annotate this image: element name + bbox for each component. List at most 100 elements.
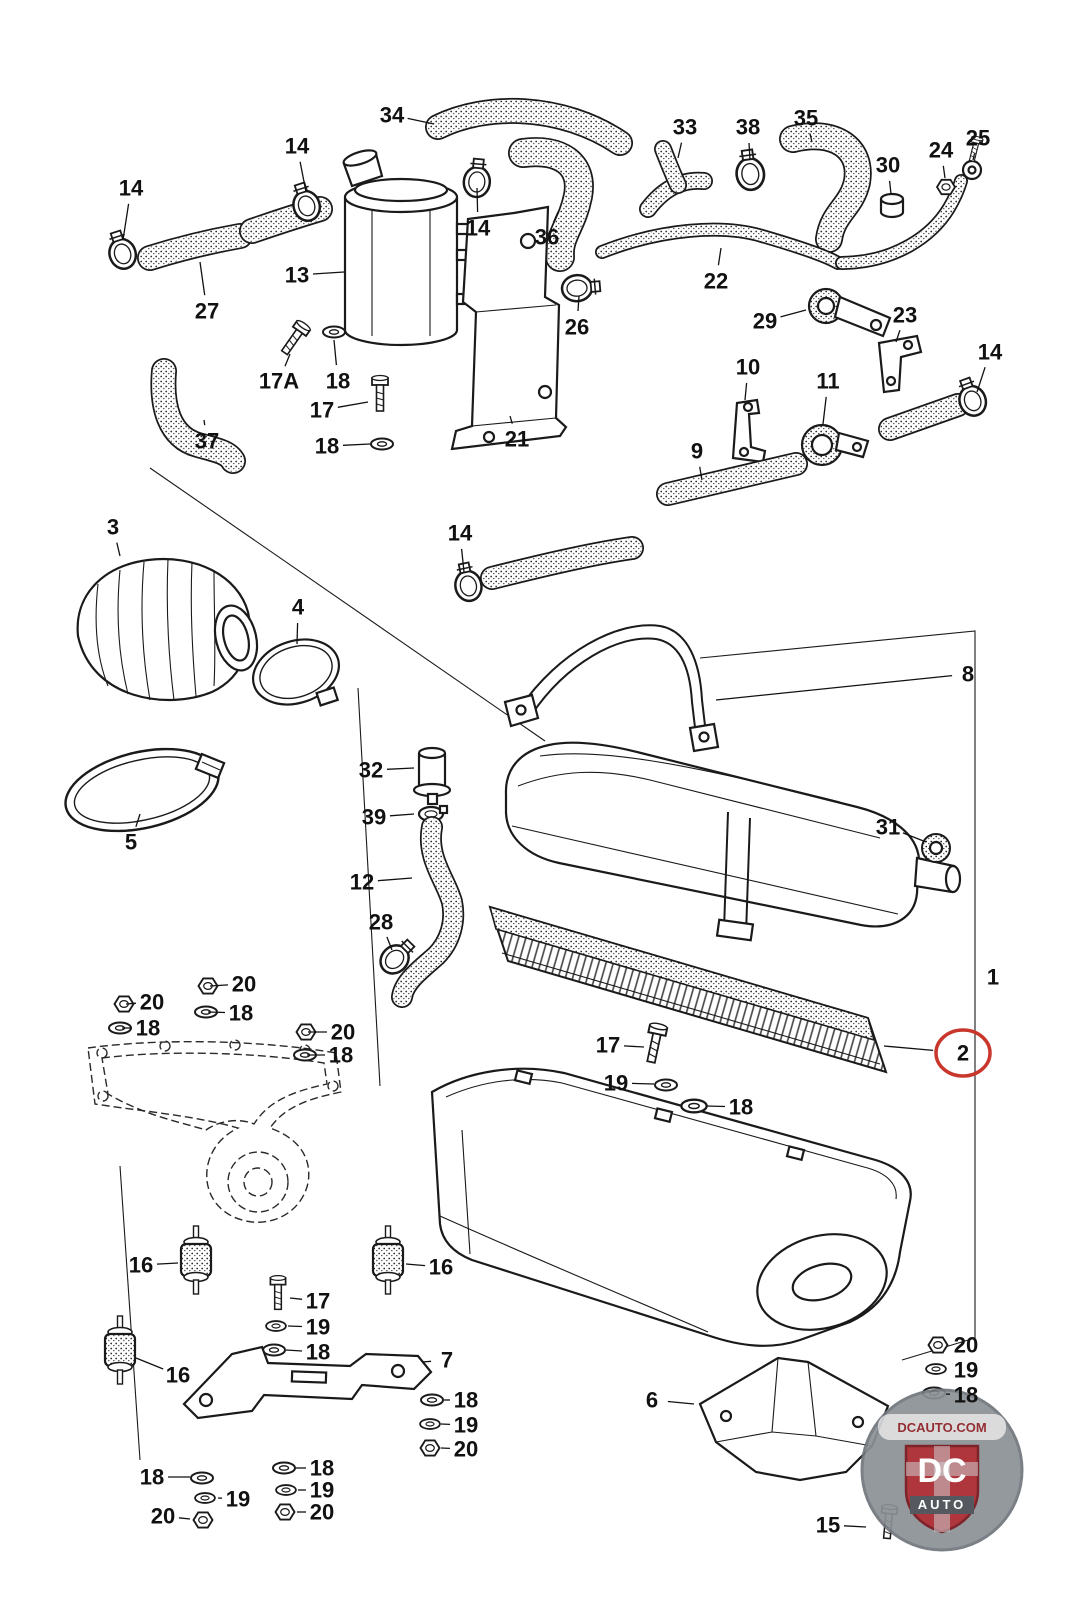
nut-20 xyxy=(192,1511,214,1529)
part-callout-18: 18 xyxy=(329,1043,353,1068)
leader-lines xyxy=(116,117,986,1528)
leader-line-33 xyxy=(677,142,683,159)
leader-line-4 xyxy=(296,622,299,645)
part-callout-12: 12 xyxy=(350,870,374,895)
hose-clamp-26 xyxy=(559,271,603,304)
part-callout-3: 3 xyxy=(107,515,119,540)
part-callout-14: 14 xyxy=(978,340,1003,365)
leader-line-14 xyxy=(299,161,307,193)
part-callout-14: 14 xyxy=(448,521,473,546)
part-callout-11: 11 xyxy=(816,369,839,394)
hose-36 xyxy=(508,137,603,304)
part-callout-15: 15 xyxy=(816,1513,840,1538)
air-cleaner-cover xyxy=(504,741,962,942)
watermark-logo: DCAUTO.COM DC AUTO xyxy=(860,1388,1024,1552)
hose-12 xyxy=(373,816,465,1008)
bracket-10 xyxy=(731,398,767,464)
washer-19 xyxy=(654,1078,678,1092)
leader-line-35 xyxy=(809,133,813,143)
rubber-mount-16 xyxy=(179,1224,213,1296)
nut-20 xyxy=(927,1336,949,1354)
selected-part-highlight xyxy=(934,1028,992,1078)
part-callout-21: 21 xyxy=(505,427,529,452)
part-callout-28: 28 xyxy=(369,910,393,935)
leader-line-14 xyxy=(122,203,130,241)
part-callout-18: 18 xyxy=(140,1465,164,1490)
clamp-11 xyxy=(800,423,870,467)
part-callout-14: 14 xyxy=(466,216,491,241)
y-hose-33 xyxy=(639,140,768,218)
nut-24 xyxy=(936,178,956,196)
part-callout-30: 30 xyxy=(876,153,900,178)
leader-line-18 xyxy=(333,339,338,366)
part-callout-5: 5 xyxy=(125,830,137,855)
part-callout-16: 16 xyxy=(129,1253,153,1278)
washer-19 xyxy=(925,1363,947,1375)
washer-18 xyxy=(272,1461,296,1475)
vent-line-22 xyxy=(595,174,968,270)
part-callout-36: 36 xyxy=(535,225,559,250)
intake-bellows-3 xyxy=(76,557,259,702)
washer-18 xyxy=(190,1471,214,1485)
washer-19 xyxy=(275,1484,297,1496)
bolt-17 xyxy=(371,374,389,412)
leader-line-16 xyxy=(405,1263,426,1267)
leader-line-14 xyxy=(976,366,986,393)
leader-line-19 xyxy=(287,1325,303,1328)
part-callout-18: 18 xyxy=(315,434,339,459)
part-callout-20: 20 xyxy=(232,972,256,997)
part-callout-29: 29 xyxy=(753,309,777,334)
hose-clamp-14 xyxy=(101,226,141,274)
leader-line-16 xyxy=(135,1357,164,1370)
washer-19 xyxy=(419,1418,441,1430)
hose-34 xyxy=(425,98,633,200)
gasket-plate xyxy=(87,1039,342,1223)
rubber-mount-16 xyxy=(371,1224,405,1296)
bracket-7-hardware-left xyxy=(262,1274,287,1357)
filter-element-2 xyxy=(488,905,888,1074)
leader-line-13 xyxy=(312,271,345,275)
part-callout-14: 14 xyxy=(119,176,144,201)
part-callout-18: 18 xyxy=(136,1016,160,1041)
grommet-31 xyxy=(921,833,951,863)
leader-line-6 xyxy=(667,1400,695,1405)
leader-line-28 xyxy=(386,936,393,951)
leader-line-17 xyxy=(337,401,369,408)
part-callout-18: 18 xyxy=(326,369,350,394)
part-callout-4: 4 xyxy=(292,595,305,620)
leader-line-21 xyxy=(509,415,513,424)
leader-line-14 xyxy=(460,548,465,573)
part-callout-17A: 17A xyxy=(259,369,299,394)
washer-18 xyxy=(420,1393,444,1407)
part-callout-9: 9 xyxy=(691,439,703,464)
part-callout-7: 7 xyxy=(441,1348,453,1373)
part-callout-18: 18 xyxy=(310,1456,334,1481)
part-callout-6: 6 xyxy=(646,1388,658,1413)
part-callout-20: 20 xyxy=(954,1333,978,1358)
clamp-4 xyxy=(251,638,341,707)
part-callout-19: 19 xyxy=(226,1487,250,1512)
elbow-hose-37 xyxy=(150,358,246,474)
leader-line-18 xyxy=(705,1105,726,1108)
clamp-5 xyxy=(64,747,226,833)
leader-line-23 xyxy=(895,329,901,343)
leader-line-15 xyxy=(843,1525,867,1528)
bracket-23 xyxy=(877,334,923,394)
part-callout-31: 31 xyxy=(876,815,900,840)
part-callout-19: 19 xyxy=(310,1478,334,1503)
leader-line-2 xyxy=(883,1045,934,1052)
leader-line-36 xyxy=(552,211,559,223)
leader-line-17 xyxy=(623,1045,645,1048)
bracket-21 xyxy=(450,205,568,451)
leader-line-27 xyxy=(199,261,206,296)
bolt-17 xyxy=(641,1020,669,1065)
leader-line-31 xyxy=(902,832,927,843)
leader-line-16 xyxy=(156,1262,179,1265)
part-callout-10: 10 xyxy=(736,355,760,380)
strap-8 xyxy=(503,624,720,753)
part-callout-20: 20 xyxy=(151,1504,175,1529)
part-callout-19: 19 xyxy=(306,1315,330,1340)
leader-line-20 xyxy=(209,984,229,987)
hose-14-group-middle xyxy=(449,536,644,605)
bracket-7 xyxy=(182,1345,433,1420)
